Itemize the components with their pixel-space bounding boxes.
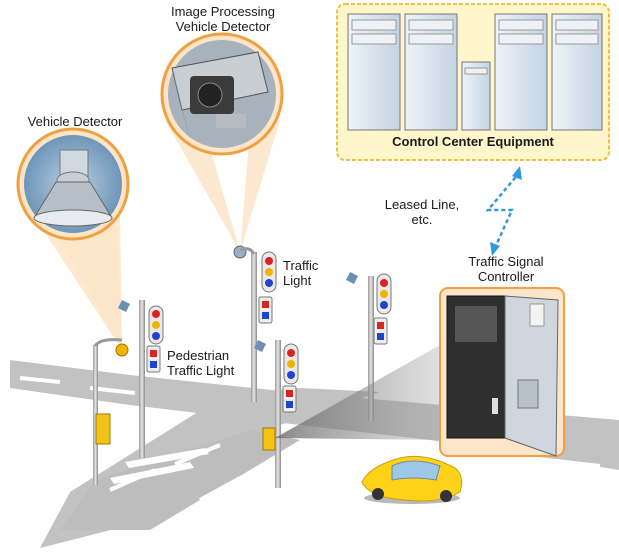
traffic-light-pole-center: [239, 247, 277, 402]
pedestrian-signal-head: [258, 296, 273, 324]
controller-callout-beam: [275, 345, 440, 440]
control-center-panel: [336, 3, 610, 161]
vehicle-detector-callout: [16, 127, 130, 357]
image-processing-detector-label: Image Processing Vehicle Detector: [148, 4, 298, 34]
label-line: Traffic: [283, 258, 319, 273]
control-center-label: Control Center Equipment: [392, 134, 554, 149]
label-line: Traffic Light: [167, 363, 235, 378]
traffic-light-pole-near: [254, 340, 299, 488]
label-line: Leased Line,: [384, 197, 460, 212]
signal-controller-callout: [439, 287, 565, 457]
signal-controller-label: Traffic Signal Controller: [446, 254, 566, 284]
traffic-light-pole-left: [118, 300, 164, 458]
controller-door: [504, 295, 559, 457]
label-line: Traffic Signal: [468, 254, 544, 269]
arrow-head-up: [512, 166, 522, 180]
server-small: [461, 61, 491, 131]
detector-box: [95, 413, 111, 445]
server-rack: [494, 13, 548, 131]
server-rack: [404, 13, 458, 131]
pedestrian-light-label: Pedestrian Traffic Light: [167, 348, 234, 378]
label-line: Controller: [477, 269, 535, 284]
label-line: Light: [283, 273, 312, 288]
traffic-light-label: Traffic Light: [283, 258, 318, 288]
vehicle-detector-pole: [93, 338, 123, 485]
leased-line-link-arrow: [485, 171, 521, 251]
server-rack: [347, 13, 401, 131]
pedestrian-signal-head: [373, 317, 388, 345]
pedestrian-signal-head: [146, 345, 161, 373]
car: [361, 455, 463, 504]
arrow-head-down: [490, 242, 500, 256]
image-processing-detector-callout: [160, 32, 284, 259]
controller-box: [262, 427, 276, 451]
label-line: etc.: [411, 212, 433, 227]
server-rack: [551, 13, 603, 131]
traffic-light-pole-right: [346, 272, 392, 421]
leased-line-label: Leased Line, etc.: [372, 197, 472, 227]
label-line: Vehicle Detector: [175, 19, 271, 34]
label-line: Pedestrian: [167, 348, 230, 363]
pedestrian-signal-head: [282, 385, 297, 413]
label-line: Image Processing: [170, 4, 276, 19]
vehicle-detector-label: Vehicle Detector: [27, 114, 123, 129]
crosswalk: [110, 448, 209, 484]
